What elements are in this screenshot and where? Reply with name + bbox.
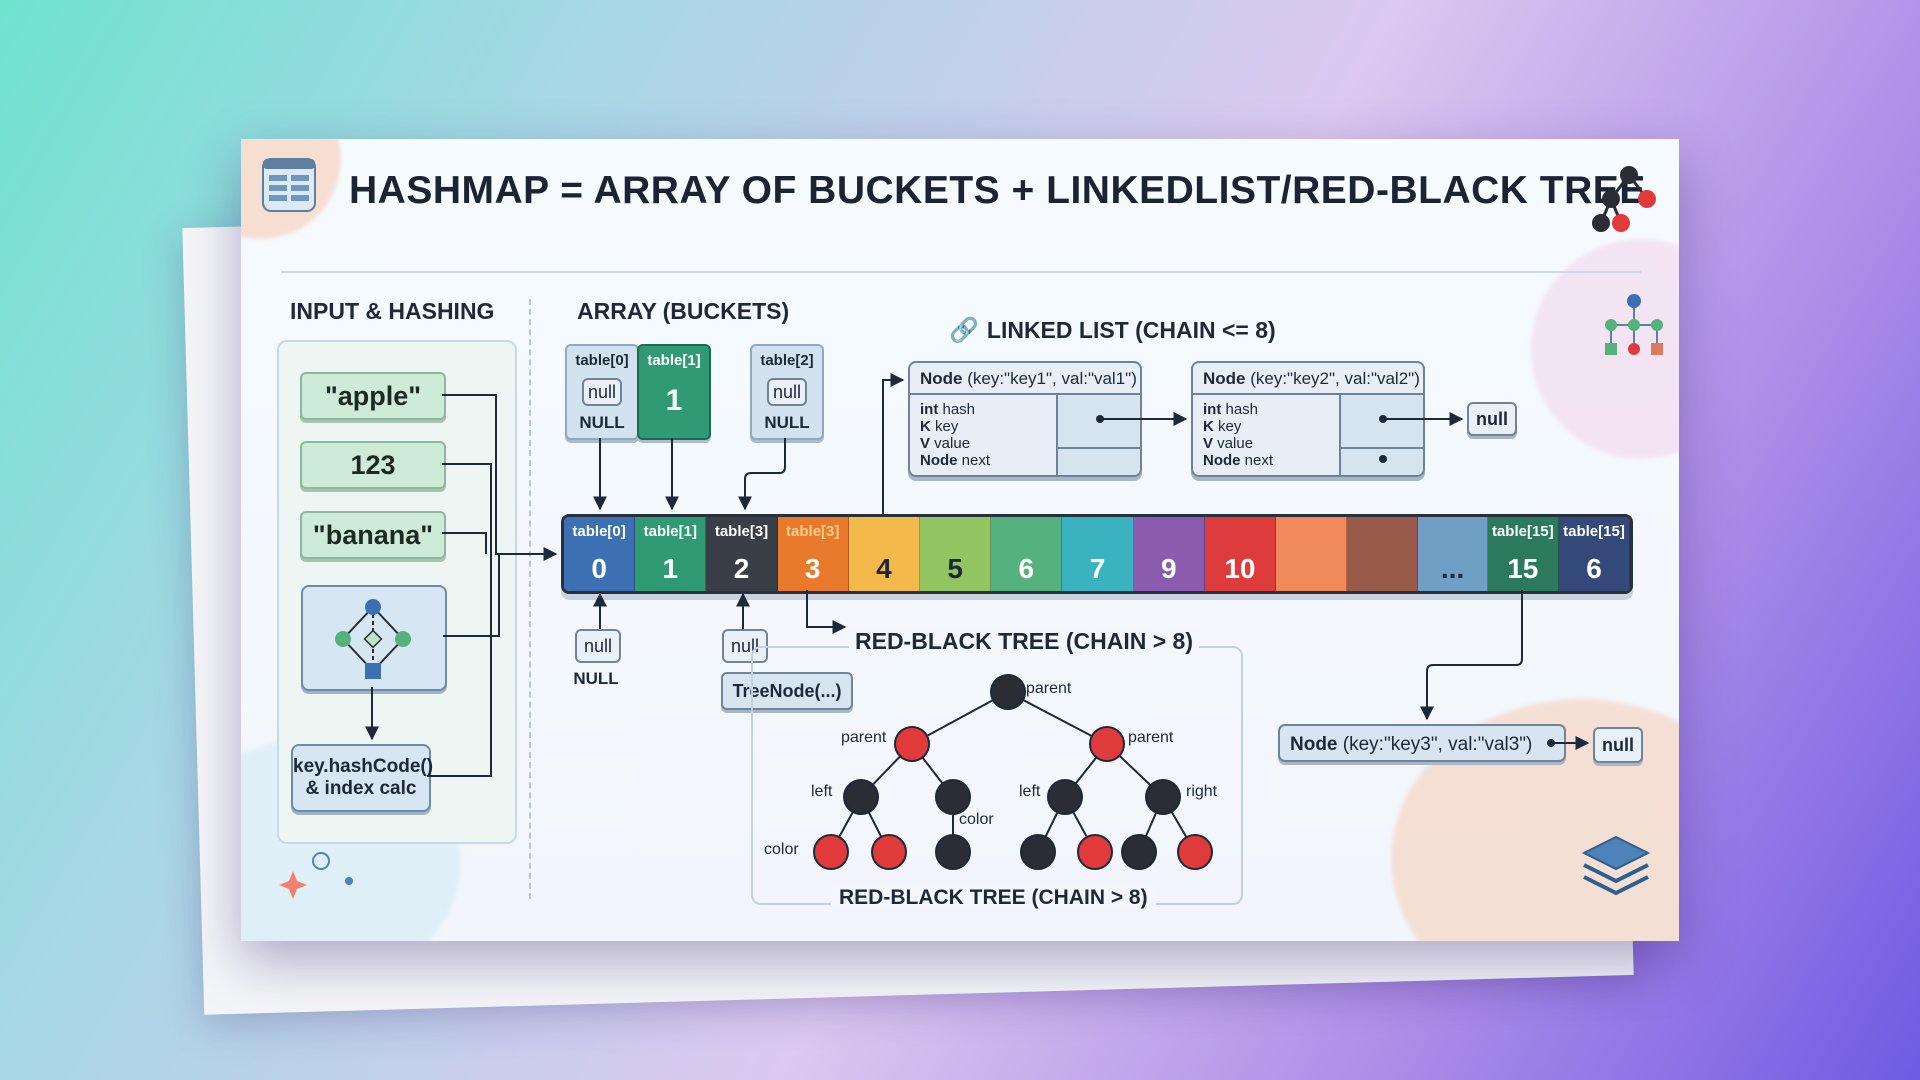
- bucket-index: 15: [1507, 553, 1539, 584]
- bucket-cell: ...: [1418, 517, 1488, 591]
- bucket-cell: table[3] 3: [777, 517, 849, 591]
- tree-label-root: parent: [1026, 680, 1072, 697]
- section-linked-title: 🔗 LINKED LIST (CHAIN <= 8): [949, 317, 1276, 344]
- bucket-index: 10: [1224, 553, 1256, 584]
- bucket-index: 5: [947, 553, 963, 584]
- bucket-label: table[3]: [786, 523, 840, 540]
- bucket-label: table[3]: [714, 523, 769, 540]
- header: HASHMAP = ARRAY OF BUCKETS + LINKEDLIST/…: [241, 139, 1679, 274]
- tree-label-color2: color: [764, 841, 799, 858]
- bucket-cell: [1276, 517, 1348, 591]
- input-apple: "apple": [300, 372, 446, 420]
- layers-icon: [1581, 835, 1651, 896]
- bucket-cell: table[1] 1: [635, 517, 707, 591]
- bucket-cell: 4: [848, 517, 921, 591]
- bucket-cell: table[15] 6: [1558, 517, 1630, 591]
- diagram-card: HASHMAP = ARRAY OF BUCKETS + LINKEDLIST/…: [241, 139, 1679, 941]
- object-input: [301, 585, 447, 691]
- bucket-cell: 6: [991, 517, 1063, 591]
- null-label-bucket0: NULL: [573, 669, 619, 688]
- table-icon: [262, 158, 316, 212]
- bucket-cell: 10: [1204, 517, 1277, 591]
- bucket-label: table[15]: [1491, 523, 1554, 540]
- bucket-cell: 7: [1062, 517, 1134, 591]
- bucket-label: table[0]: [572, 523, 626, 540]
- linked-node-3: Node (key:"key3", val:"val3"): [1278, 724, 1566, 762]
- input-banana: "banana": [300, 511, 446, 559]
- connector-layer: [365, 373, 1590, 870]
- tree-label-left2: left: [1019, 783, 1041, 800]
- section-divider: [529, 299, 531, 899]
- bucket-cell: table[15] 15: [1487, 517, 1559, 591]
- bucket-cell: table[0] 0: [564, 517, 636, 591]
- bucket-index: ...: [1440, 553, 1465, 584]
- treenode-box: TreeNode(...): [721, 672, 853, 710]
- null-chip: null: [767, 378, 807, 406]
- sparkle-icon: [279, 852, 353, 899]
- title-divider: [281, 271, 1641, 273]
- null-chip: null: [582, 378, 622, 406]
- tree-title-bottom: RED-BLACK TREE (CHAIN > 8): [831, 886, 1156, 910]
- top-box-table2: table[2] null NULL: [750, 344, 824, 440]
- link-icon: 🔗: [949, 317, 979, 344]
- bucket-label: table[15]: [1563, 523, 1625, 540]
- graph-icon: [335, 599, 411, 679]
- top-box-table0: table[0] null NULL: [565, 344, 639, 440]
- bucket-index: 7: [1089, 553, 1106, 584]
- network-icon: [1605, 294, 1663, 355]
- bucket-cell: 9: [1133, 517, 1205, 591]
- bucket-index: 9: [1160, 553, 1177, 584]
- bucket-cell: table[3] 2: [706, 517, 778, 591]
- section-input-title: INPUT & HASHING: [290, 298, 495, 324]
- tree-label-color1: color: [959, 811, 994, 828]
- bucket-label: table[1]: [643, 523, 697, 540]
- null-chip-bucket0: null: [575, 629, 621, 663]
- tree-title-top: RED-BLACK TREE (CHAIN > 8): [849, 628, 1199, 655]
- bucket-cell: [1347, 517, 1419, 591]
- section-array-title: ARRAY (BUCKETS): [577, 298, 790, 324]
- bucket-index: 1: [662, 553, 679, 584]
- bucket-index: 0: [591, 553, 607, 584]
- tree-label-parent-right: parent: [1128, 729, 1174, 746]
- tree-label-right2: right: [1186, 783, 1218, 800]
- top-box-table1: table[1] 1: [637, 344, 711, 440]
- next-pointer: [1056, 395, 1140, 475]
- input-123: 123: [300, 441, 446, 489]
- bucket-array: table[0] 0 table[1] 1 table[3] 2 table[3] 3 4 5 6 7…: [561, 514, 1633, 594]
- bucket-cell: 5: [920, 517, 992, 591]
- hash-box: key.hashCode() & index calc: [291, 744, 433, 812]
- tree-label-left1: left: [811, 783, 833, 800]
- bucket-index: 6: [1018, 553, 1035, 584]
- bucket-index: 6: [1586, 553, 1602, 584]
- page-title: HASHMAP = ARRAY OF BUCKETS + LINKEDLIST/…: [349, 169, 1646, 212]
- null-end-chip: null: [1467, 402, 1517, 436]
- bucket-index: 4: [876, 553, 892, 584]
- null-chip-node3: null: [1593, 727, 1643, 763]
- bucket-index: 3: [804, 553, 821, 584]
- tree-icon: [1592, 166, 1656, 232]
- bucket-index: 2: [733, 553, 750, 584]
- tree-label-parent-left: parent: [841, 729, 887, 746]
